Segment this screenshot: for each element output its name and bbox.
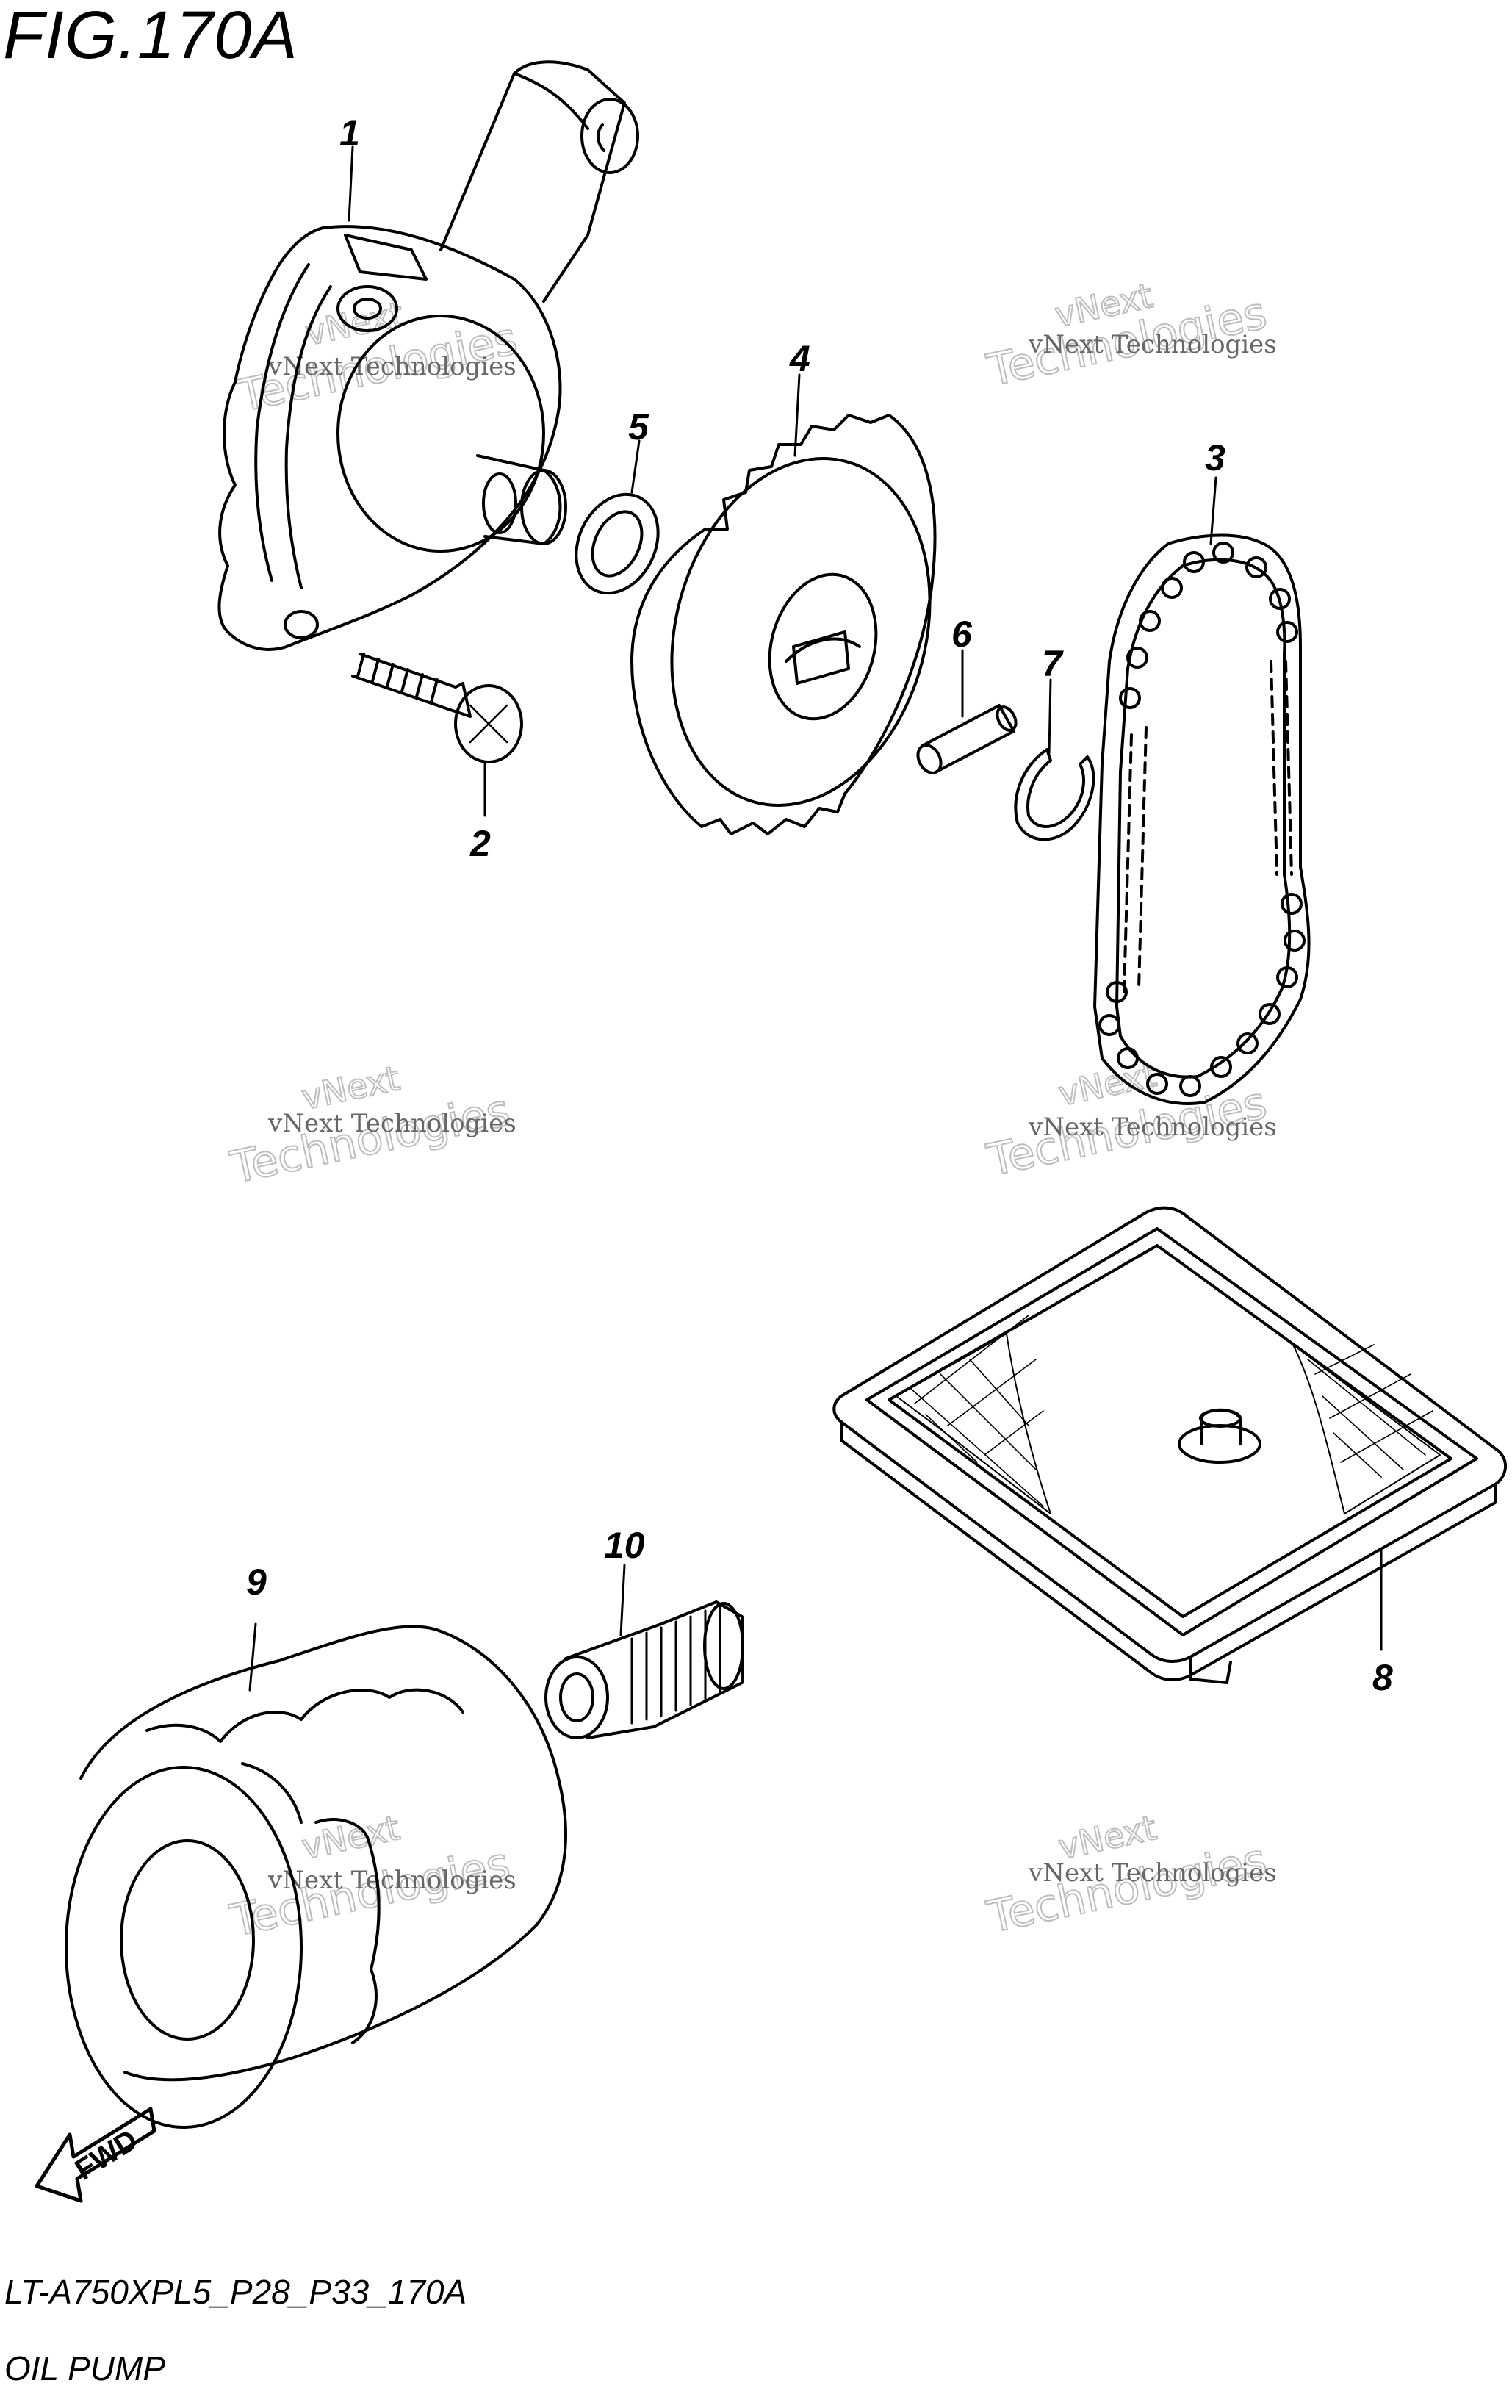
watermark-line: vNext Technologies: [267, 1109, 516, 1138]
part-washer: [575, 492, 660, 595]
callout-7: 7: [1042, 643, 1064, 684]
callout-10: 10: [604, 1525, 645, 1566]
figure-code: LT-A750XPL5_P28_P33_170A: [4, 2273, 467, 2311]
watermark-line: vNext Technologies: [1028, 330, 1277, 359]
callout-numbers: 1 2 3 4 5 6 7 8 9 10 FWD: [70, 112, 1393, 2186]
part-oil-filter: [65, 1625, 567, 2129]
callout-5: 5: [628, 406, 649, 448]
watermark-line: vNext Technologies: [267, 1866, 516, 1895]
watermark-brand-a: vNext: [298, 1808, 403, 1867]
leader-lines: [248, 145, 1383, 1692]
callout-3: 3: [1205, 437, 1225, 478]
figure-title: FIG.170A: [3, 0, 298, 73]
part-sprocket: [630, 414, 937, 835]
part-circlip: [1014, 748, 1095, 841]
callout-1: 1: [339, 112, 360, 154]
part-pin: [916, 704, 1018, 774]
watermark-line: vNext Technologies: [1028, 1113, 1277, 1142]
callout-4: 4: [789, 338, 810, 379]
watermark-5: Technologies vNext vNext Technologies: [226, 1807, 516, 1948]
figure-name: OIL PUMP: [4, 2349, 165, 2387]
part-union-bolt: [544, 1600, 744, 1739]
watermark-line: vNext Technologies: [267, 352, 516, 381]
part-chain: [1093, 533, 1311, 1105]
watermark-3: Technologies vNext vNext Technologies: [226, 1057, 516, 1195]
callout-2: 2: [469, 823, 491, 864]
part-oil-pump-body: [217, 60, 639, 651]
part-oil-strainer: [832, 1206, 1507, 1684]
callout-8: 8: [1372, 1657, 1393, 1698]
watermark-line: vNext Technologies: [1028, 1858, 1277, 1888]
callout-9: 9: [246, 1561, 267, 1603]
watermark-6: Technologies vNext vNext Technologies: [982, 1807, 1277, 1944]
watermark-2: Technologies vNext vNext Technologies: [982, 275, 1277, 398]
watermark-4: Technologies vNext vNext Technologies: [982, 1054, 1277, 1187]
part-bolt: [351, 653, 523, 763]
fwd-arrow-icon: [35, 2107, 156, 2203]
fwd-label: FWD: [70, 2124, 144, 2187]
callout-6: 6: [951, 614, 973, 655]
